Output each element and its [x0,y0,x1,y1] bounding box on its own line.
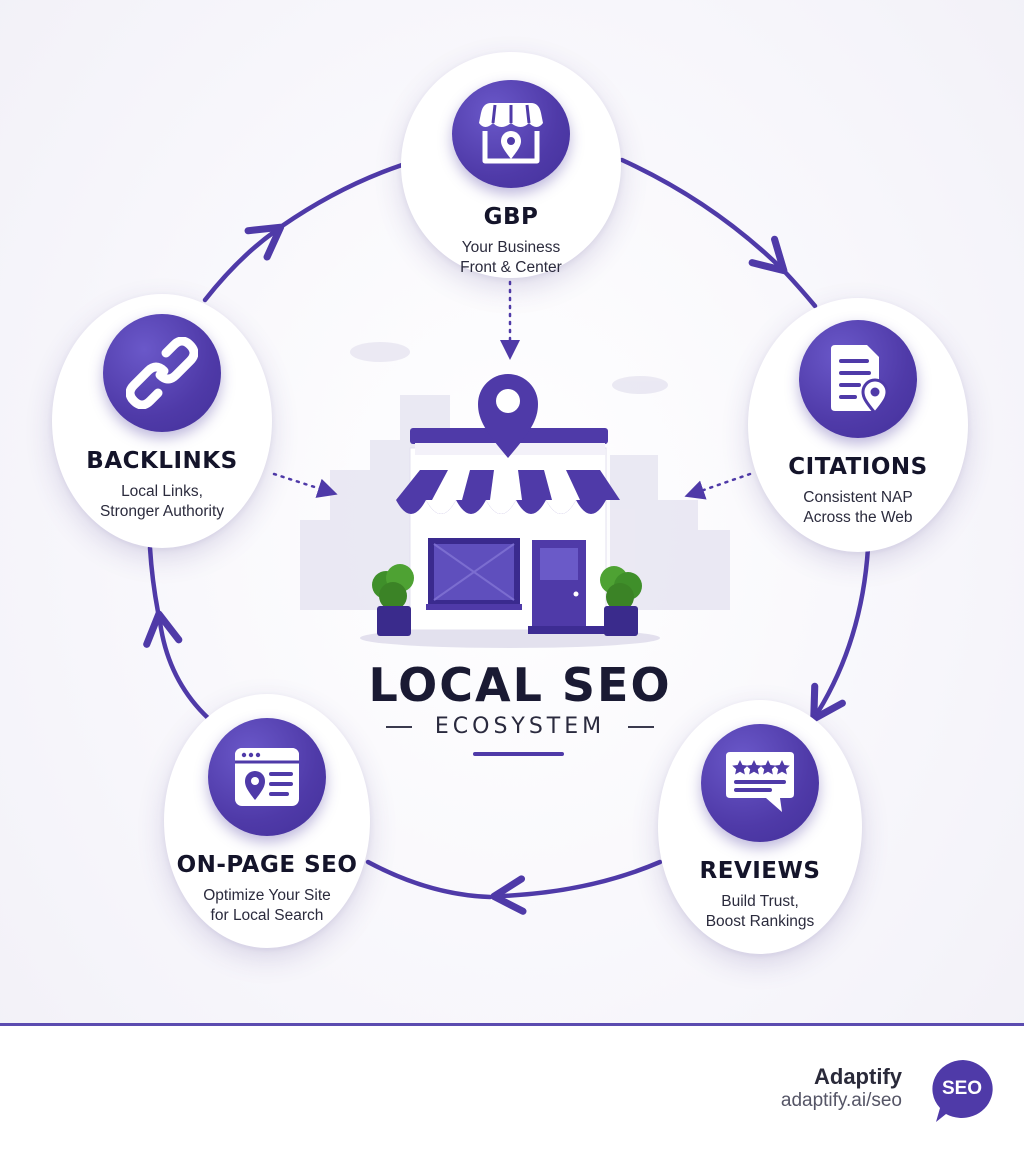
node-subtitle-line: for Local Search [210,907,324,924]
node-subtitle-line: Local Links, [121,483,203,500]
node-backlinks: BACKLINKS Local Links, Stronger Authorit… [52,294,272,548]
arrow-gbp-to-citations [619,157,788,275]
footer-divider [0,1023,1024,1026]
node-subtitle-line: Boost Rankings [705,913,815,930]
arrow-reviews-to-onpage [490,859,663,915]
browser-location-icon [208,718,326,836]
arrow-segment-gbp [279,162,405,229]
brand-url[interactable]: adaptify.ai/seo [780,1090,902,1111]
arrow-segment-citations [782,269,818,309]
node-reviews: REVIEWS Build Trust, Boost Rankings [658,700,862,954]
node-subtitle: Optimize Your Site for Local Search [203,886,331,926]
subheadline-text: ECOSYSTEM [434,714,606,739]
node-title: ON-PAGE SEO [176,852,358,878]
brand-name: Adaptify [814,1064,902,1089]
node-title: REVIEWS [699,858,821,884]
arrow-segment-backlinks [147,545,161,615]
node-subtitle-line: Consistent NAP [803,489,913,506]
footer [0,1026,1024,1154]
node-title: GBP [483,204,539,230]
document-pin-icon [799,320,917,438]
storefront-pin-icon [452,80,570,188]
plant-left [372,564,414,636]
node-subtitle-line: Stronger Authority [99,503,225,520]
node-onpage-seo: ON-PAGE SEO Optimize Your Site for Local… [164,694,370,948]
subheadline: ECOSYSTEM [386,714,654,739]
seo-badge-text: SEO [941,1078,983,1099]
cycle-arrows [143,157,871,915]
node-gbp: GBP Your Business Front & Center [401,52,621,278]
node-subtitle: Build Trust, Boost Rankings [706,892,815,932]
node-subtitle-line: Build Trust, [721,893,799,910]
node-citations: CITATIONS Consistent NAP Across the Web [748,298,968,552]
arrow-backlinks-to-gbp [202,223,285,303]
divider-right [628,725,654,728]
dotted-arrows [272,280,752,500]
divider-left [386,725,412,728]
ecosystem-diagram [143,157,871,915]
speech-bubble-icon [932,1060,993,1122]
node-subtitle-line: Front & Center [460,259,562,276]
node-subtitle: Consistent NAP Across the Web [803,488,912,528]
chain-link-icon [103,314,221,432]
node-subtitle-line: Your Business [461,239,561,256]
headline-underline [473,752,564,756]
arrow-segment-onpage [365,859,493,900]
headline: LOCAL SEO [368,658,672,712]
node-title: CITATIONS [788,454,928,480]
arrow-onpage-to-backlinks [143,610,211,721]
node-subtitle-line: Optimize Your Site [203,887,331,904]
node-subtitle: Your Business Front & Center [460,238,562,278]
plant-right [600,566,642,636]
review-stars-icon [701,724,819,842]
node-subtitle-line: Across the Web [803,509,913,526]
seo-badge-logo: SEO [930,1058,996,1128]
storefront-illustration [360,374,660,648]
node-title: BACKLINKS [86,448,238,474]
arrow-citations-to-reviews [810,545,871,723]
node-subtitle: Local Links, Stronger Authority [100,482,224,522]
